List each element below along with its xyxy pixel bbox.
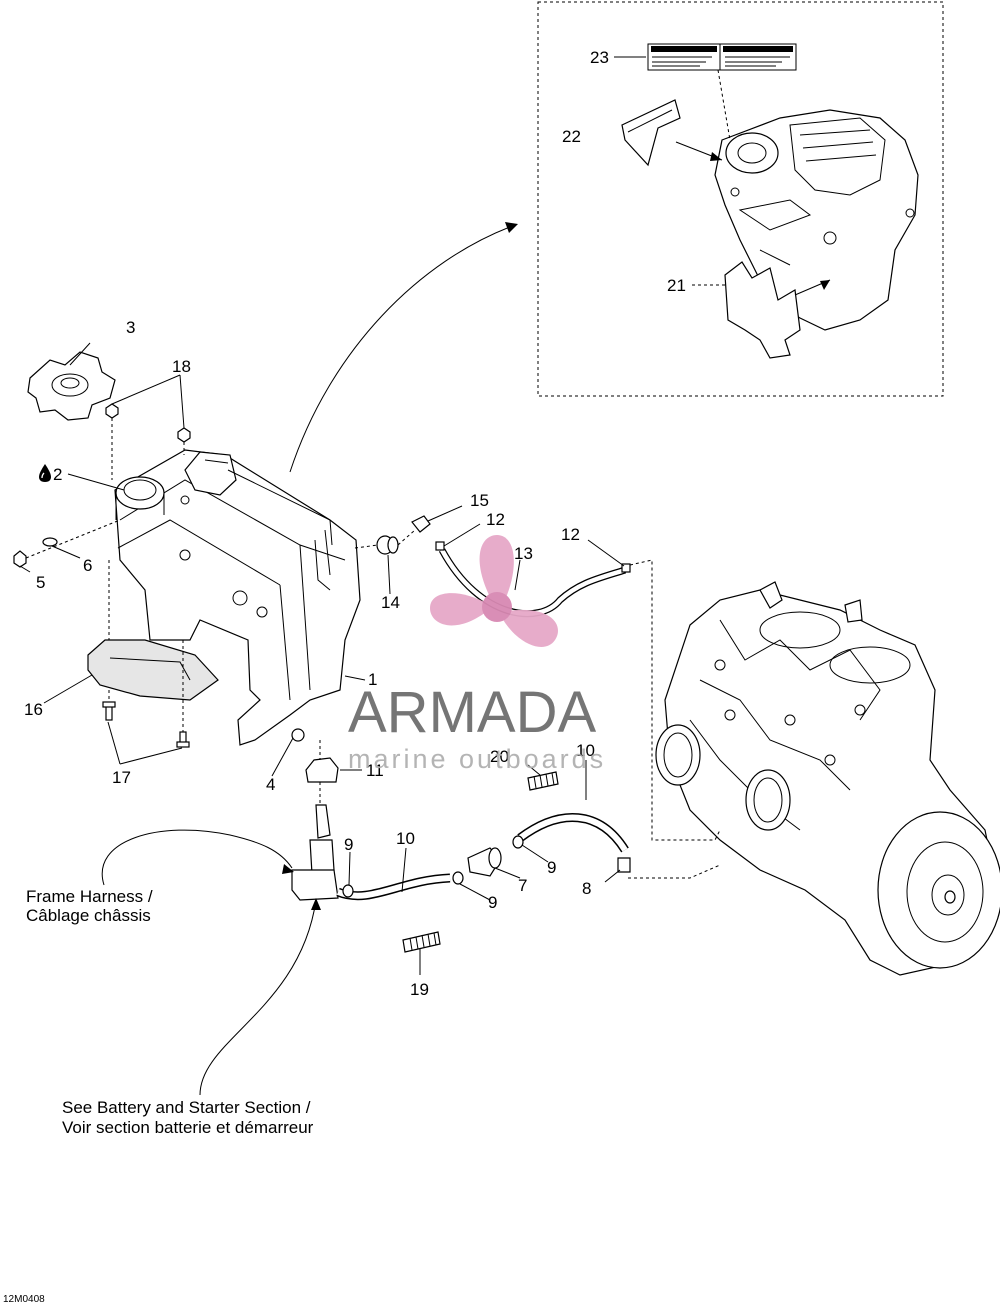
inset-detail-box: 23 22 21 — [537, 1, 944, 397]
callout-17: 17 — [112, 768, 131, 787]
callout-15: 15 — [470, 491, 489, 510]
clamp-12-b — [621, 563, 631, 573]
callout-21: 21 — [667, 276, 686, 295]
grommet-4 — [291, 728, 305, 742]
clamp-12-a — [435, 541, 445, 551]
heat-shield-21 — [724, 261, 801, 359]
callout-23: 23 — [590, 48, 609, 67]
callout-3: 3 — [126, 318, 135, 337]
callout-20: 20 — [490, 747, 509, 766]
washer-6 — [42, 537, 58, 547]
frame-harness-pointer — [101, 829, 293, 886]
callout-2: 2 — [53, 465, 62, 484]
fitting-9-b — [452, 871, 464, 885]
callout-7: 7 — [518, 876, 527, 895]
armada-watermark: ARMADA marine outboards — [348, 535, 606, 774]
spring-20 — [527, 771, 559, 791]
sensor-grommet-11 — [305, 757, 339, 783]
battery-note-en: See Battery and Starter Section / — [62, 1098, 311, 1117]
callout-4: 4 — [266, 775, 275, 794]
drawing-number: 12M0408 — [3, 1294, 45, 1305]
callout-12-left: 12 — [486, 510, 505, 529]
tank-support-plate — [87, 639, 219, 701]
elbow-8 — [617, 857, 631, 873]
grommet-14 — [376, 535, 399, 555]
callout-12-right: 12 — [561, 525, 580, 544]
screw-18-left — [105, 403, 119, 419]
propeller-logo-icon — [430, 535, 558, 647]
decal-22 — [621, 99, 681, 167]
callout-13: 13 — [514, 544, 533, 563]
battery-note-fr: Voir section batterie et démarreur — [62, 1118, 314, 1137]
callout-19: 19 — [410, 980, 429, 999]
callout-14: 14 — [381, 593, 400, 612]
engine-assembly — [655, 581, 1000, 976]
callout-22: 22 — [562, 127, 581, 146]
bolt-5 — [13, 550, 27, 568]
oil-tank-assembly — [87, 449, 361, 746]
leader-lines — [19, 342, 625, 975]
callout-5: 5 — [36, 573, 45, 592]
screw-18-right — [177, 427, 191, 443]
callout-9-right: 9 — [547, 858, 556, 877]
bolt-17-b — [176, 731, 190, 748]
warning-label-decal — [647, 43, 797, 71]
check-valve-7 — [467, 847, 502, 877]
callout-10-left: 10 — [396, 829, 415, 848]
inset-reference-arrow — [289, 224, 516, 473]
hose-routing-line — [629, 559, 721, 841]
callout-8: 8 — [582, 879, 591, 898]
callout-9-left: 9 — [344, 835, 353, 854]
bolt-17-a — [102, 701, 116, 721]
callout-11: 11 — [366, 761, 384, 780]
frame-harness-note-en: Frame Harness / — [26, 887, 153, 906]
callout-16: 16 — [24, 700, 43, 719]
spring-19 — [402, 931, 441, 953]
watermark-title: ARMADA — [348, 680, 596, 745]
oil-tank-cap — [27, 351, 116, 421]
callout-10-right: 10 — [576, 741, 595, 760]
battery-pointer — [199, 899, 317, 1096]
oil-level-sensor — [291, 782, 339, 901]
fitting-15 — [411, 515, 431, 533]
callout-9-mid: 9 — [488, 893, 497, 912]
oil-hose-13 — [438, 548, 627, 618]
callout-1: 1 — [368, 670, 377, 689]
fitting-9-a — [342, 884, 354, 898]
fitting-9-c — [512, 835, 524, 849]
watermark-subtitle: marine outboards — [348, 744, 606, 774]
oil-drop-icon — [39, 464, 51, 482]
frame-harness-note-fr: Câblage châssis — [26, 906, 151, 925]
callout-6: 6 — [83, 556, 92, 575]
callout-18: 18 — [172, 357, 191, 376]
